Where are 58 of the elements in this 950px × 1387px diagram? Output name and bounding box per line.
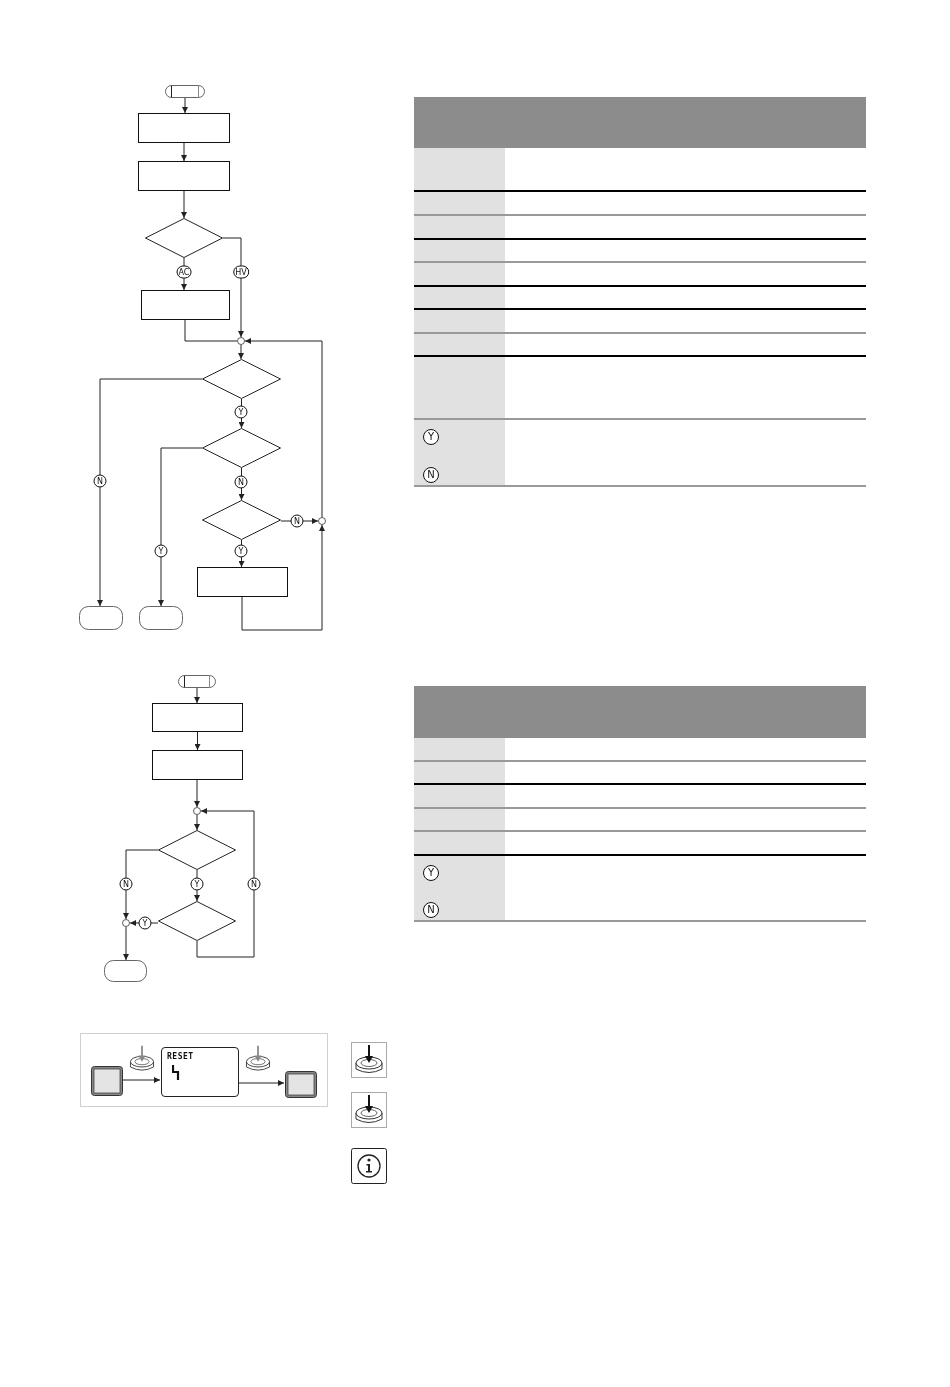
terminal-shape [104,960,147,982]
process-box [152,750,243,780]
arrow [194,687,200,704]
arrow [241,524,325,631]
decision-diamond [158,830,236,870]
decision-diamond [145,218,223,258]
edge-label: Y [190,877,204,891]
display-box [161,1047,239,1097]
edge-label: N [234,475,248,489]
terminal-shape [178,675,216,688]
arrow [121,1077,161,1083]
arrow [196,808,255,958]
arrow [182,97,188,114]
arrow [194,779,200,808]
edge-label: N [247,877,261,891]
arrow [123,926,129,961]
edge-label: N [290,514,304,528]
process-box [138,113,230,143]
decision-diamond [202,359,281,399]
panel-box [80,1033,328,1107]
decision-diamond [202,428,281,468]
decision-diamond [158,901,236,941]
arrow [238,467,245,501]
arrow [123,849,159,920]
arrow [222,237,244,338]
process-box [141,290,230,320]
display-text: RESET [167,1053,194,1061]
junction-circle [237,337,245,345]
edge-label: Y [234,544,248,558]
junction-circle [318,517,326,525]
terminal-shape [165,85,205,98]
arrow [194,731,201,751]
edge-label: Y [234,405,248,419]
arrow [129,920,159,926]
terminal-shape [139,606,183,630]
edge-label: AC [176,265,192,279]
process-box [152,703,243,732]
arrow [97,378,203,607]
arrow [238,344,244,360]
edge-label: N [93,474,107,488]
arrow [181,142,187,162]
edge-label: N [119,877,133,891]
junction-circle [122,919,130,927]
process-box [197,567,288,597]
display-icon [285,1071,317,1098]
arrow [244,338,323,518]
process-box [138,161,230,191]
arrow [181,190,187,219]
arrow [194,814,200,831]
arrow [158,447,203,607]
decision-diamond [202,500,281,540]
display-icon [91,1066,123,1096]
terminal-shape [79,606,123,630]
edge-label: HV [233,265,249,279]
edge-label: Y [138,916,152,930]
junction-circle [193,807,201,815]
edge-label: Y [154,544,168,558]
arrow [237,1080,285,1086]
